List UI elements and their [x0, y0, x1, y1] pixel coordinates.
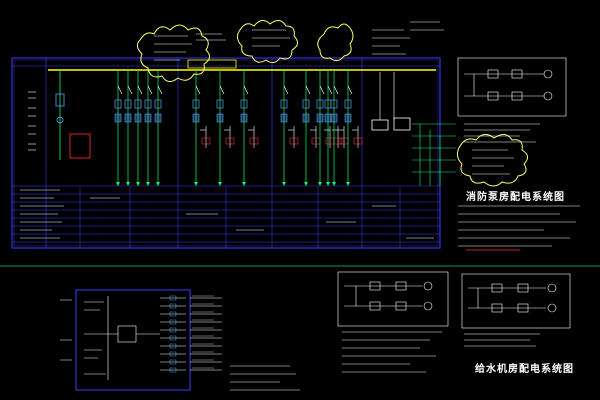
feeder-schedule-table — [12, 185, 440, 248]
lower-middle-notes — [342, 331, 442, 373]
controller-box — [393, 117, 411, 131]
feeder-circuit — [330, 70, 349, 186]
feeder-circuit — [192, 70, 211, 186]
water-supply-room-title: 给水机房配电系统图 — [475, 364, 574, 375]
control-output-row — [160, 311, 222, 317]
feeder-circuit — [280, 70, 299, 186]
feeder-circuit — [144, 70, 153, 186]
water-supply-frame — [461, 273, 571, 329]
lower-middle-diagram — [337, 271, 449, 373]
control-legend-text — [230, 365, 300, 391]
revision-cloud-right — [456, 134, 528, 187]
fire-pump-spec-text — [458, 205, 580, 247]
control-output-row — [160, 343, 222, 349]
control-panel-notes — [84, 301, 106, 375]
feeder-circuit — [302, 70, 321, 186]
control-transformer — [117, 325, 137, 343]
feeder-circuit — [324, 70, 343, 186]
cloud-annotation-marks — [154, 29, 514, 175]
feeder-circuits — [114, 70, 363, 186]
feeder-circuit — [216, 70, 235, 186]
fire-pump-diagram-frame — [457, 57, 567, 117]
feeder-circuit — [316, 70, 335, 186]
incoming-breaker — [55, 93, 65, 107]
control-output-row — [160, 303, 222, 309]
meter-box — [69, 133, 91, 159]
control-output-row — [160, 359, 222, 365]
ats-controller-section — [371, 72, 456, 186]
control-output-row — [160, 295, 222, 301]
fire-pump-room-diagram — [457, 57, 580, 251]
lower-middle-frame — [337, 271, 449, 327]
water-supply-room-diagram — [461, 273, 571, 347]
panel-side-label-marks — [28, 91, 36, 151]
incoming-section — [55, 70, 91, 160]
fire-pump-notes — [464, 123, 540, 143]
feeder-circuit — [124, 70, 133, 186]
current-transformer — [56, 116, 64, 124]
control-output-row — [160, 327, 222, 333]
revision-cloud-top-center — [236, 20, 298, 64]
water-supply-notes — [464, 333, 540, 347]
busbar-highlight-box — [187, 59, 237, 69]
feeder-circuit — [344, 70, 363, 186]
feeder-circuit — [134, 70, 143, 186]
feeder-table-text-marks — [20, 189, 434, 239]
control-output-row — [160, 351, 222, 357]
control-output-row — [160, 367, 222, 373]
fire-pump-room-title: 消防泵房配电系统图 — [466, 192, 565, 203]
main-distribution-panel — [11, 57, 441, 249]
ats-switch-box — [371, 119, 389, 131]
revision-cloud-top-right — [317, 23, 354, 62]
revision-clouds — [136, 20, 528, 187]
feeder-circuit — [114, 70, 123, 186]
feeder-circuit — [240, 70, 259, 186]
top-callout-text-marks — [196, 21, 444, 55]
lower-left-control-panel — [60, 289, 300, 391]
control-output-rows — [160, 295, 222, 373]
control-output-row — [160, 319, 222, 325]
control-output-row — [160, 335, 222, 341]
revision-cloud-top-left — [136, 24, 210, 82]
control-panel-frame — [75, 289, 191, 391]
feeder-circuit — [154, 70, 163, 186]
